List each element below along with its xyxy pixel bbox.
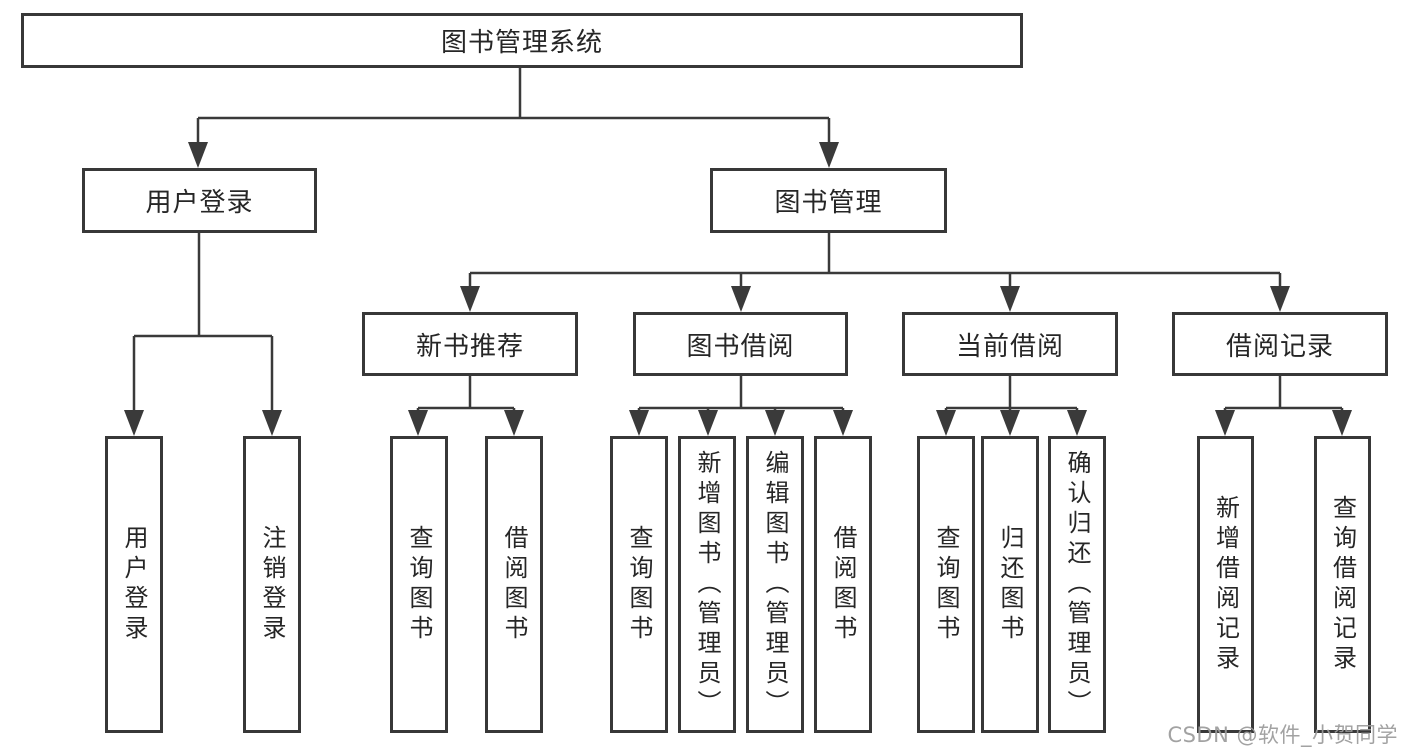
csdn-watermark: CSDN @软件_小贺同学 xyxy=(1167,723,1398,747)
node-label: 借阅记录 xyxy=(1225,331,1334,362)
leaf-query-books-current: 查询图书 xyxy=(917,436,975,733)
node-label: 用户登录 xyxy=(145,188,254,218)
node-label: 借阅图书 xyxy=(829,524,857,645)
node-book-management: 图书管理 xyxy=(710,168,947,233)
node-label: 图书管理 xyxy=(774,188,883,218)
node-label: 归还图书 xyxy=(996,524,1024,645)
node-label: 查询图书 xyxy=(932,524,960,645)
node-label: 借阅图书 xyxy=(500,524,528,645)
node-new-book-recommendation: 新书推荐 xyxy=(362,312,578,376)
leaf-return-books: 归还图书 xyxy=(981,436,1039,733)
node-label: 注销登录 xyxy=(258,524,286,645)
node-label: 当前借阅 xyxy=(955,331,1064,362)
leaf-add-books-admin: 新增图书（管理员） xyxy=(678,436,736,733)
node-library-management-system: 图书管理系统 xyxy=(21,13,1023,68)
arrowheads xyxy=(124,142,1352,436)
leaf-borrow-books-recommend: 借阅图书 xyxy=(485,436,543,733)
node-user-login: 用户登录 xyxy=(82,168,317,233)
node-label: 确认归还（管理员） xyxy=(1063,449,1091,720)
node-label: 新书推荐 xyxy=(415,331,524,362)
leaf-logout: 注销登录 xyxy=(243,436,301,733)
node-label: 新增图书（管理员） xyxy=(693,449,721,720)
node-label: 编辑图书（管理员） xyxy=(761,449,789,720)
node-book-borrowing: 图书借阅 xyxy=(633,312,848,376)
leaf-user-login: 用户登录 xyxy=(105,436,163,733)
leaf-confirm-return-admin: 确认归还（管理员） xyxy=(1048,436,1106,733)
leaf-add-borrow-record: 新增借阅记录 xyxy=(1197,436,1254,733)
node-label: 查询图书 xyxy=(405,524,433,645)
leaf-edit-books-admin: 编辑图书（管理员） xyxy=(746,436,804,733)
node-label: 查询图书 xyxy=(625,524,653,645)
node-label: 查询借阅记录 xyxy=(1328,494,1357,675)
leaf-query-books-recommend: 查询图书 xyxy=(390,436,448,733)
leaf-borrow-books: 借阅图书 xyxy=(814,436,872,733)
node-label: 图书借阅 xyxy=(686,331,795,362)
node-label: 新增借阅记录 xyxy=(1211,494,1240,675)
node-label: 图书管理系统 xyxy=(440,28,603,58)
node-borrowing-records: 借阅记录 xyxy=(1172,312,1388,376)
leaf-query-borrow-record: 查询借阅记录 xyxy=(1314,436,1371,733)
node-label: 用户登录 xyxy=(120,524,148,645)
leaf-query-books-borrow: 查询图书 xyxy=(610,436,668,733)
node-current-borrowing: 当前借阅 xyxy=(902,312,1118,376)
